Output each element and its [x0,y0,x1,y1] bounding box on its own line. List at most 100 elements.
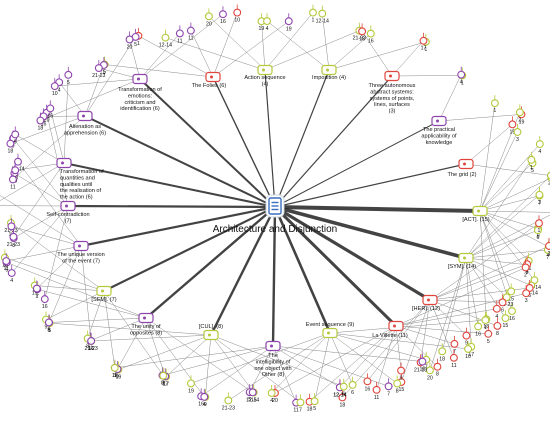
leaf-node[interactable]: 6 [348,376,357,396]
leaf-node[interactable]: 15 [508,116,517,135]
leaf-node[interactable]: 8 [433,358,442,378]
category-node[interactable]: Self-contradiction(7) [46,200,90,225]
leaf-node[interactable]: 2 [545,237,550,257]
leaf-node[interactable]: 11 [2,253,11,272]
leaf-node[interactable]: 11 [186,22,195,42]
leaf-node[interactable]: 1 [481,312,490,331]
category-node[interactable]: The Folies (6) [192,71,227,90]
leaf-node[interactable]: 9 [462,327,471,347]
leaf-node[interactable]: 16 [219,6,227,25]
leaf-node[interactable]: 3 [522,285,531,304]
leaf-node[interactable]: 16 [358,23,367,42]
leaf-node[interactable]: 10 [464,340,473,360]
leaf-node[interactable]: 16 [46,100,55,119]
category-node[interactable]: [HER]. (12) [412,294,440,313]
leaf-node[interactable]: 15 [507,283,516,302]
leaf-node[interactable]: 20 [125,31,134,50]
category-node[interactable]: [SYM]. (14) [448,252,476,271]
leaf-node[interactable]: 4 [267,384,276,404]
leaf-node[interactable]: 16 [366,25,375,45]
leaf-node[interactable]: 16 [508,303,516,322]
leaf-node[interactable]: 5 [64,66,73,86]
leaf-node[interactable]: 1 [490,95,499,114]
leaf-node[interactable]: 9 [397,362,406,382]
category-node[interactable]: The grid (2) [448,158,477,179]
leaf-node[interactable]: 19 [284,13,293,32]
category-node[interactable]: Event sequence (9) [306,322,355,339]
leaf-node[interactable]: 19 [257,13,266,32]
leaf-node[interactable]: 7 [450,335,459,355]
leaf-node[interactable]: 10 [418,353,427,373]
leaf-node[interactable]: 4 [535,136,544,155]
leaf-node[interactable]: 9 [11,126,20,145]
leaf-node[interactable]: 4 [492,300,501,320]
leaf-node[interactable]: 4 [263,13,271,32]
leaf-node[interactable]: 11 [449,349,458,369]
leaf-node[interactable]: 8 [393,375,402,394]
leaf-node[interactable]: 21-23 [222,392,235,411]
leaf-node[interactable]: 18 [36,112,45,132]
leaf-node[interactable]: 5 [44,314,53,333]
leaf-node[interactable]: 4 [7,265,16,284]
leaf-node[interactable]: 17 [419,32,428,52]
category-node[interactable]: [CUL]. (8) [199,324,223,341]
leaf-node[interactable]: 5 [131,28,140,48]
leaf-node[interactable]: 12-14 [159,29,172,49]
leaf-node[interactable]: 2 [159,367,168,387]
leaf-node[interactable]: 5 [525,279,534,299]
leaf-node[interactable]: 11 [372,381,381,401]
leaf-node[interactable]: 4 [200,388,209,408]
leaf-node[interactable]: 20 [204,8,213,27]
leaf-node[interactable]: 2 [521,259,530,278]
leaf-node[interactable]: 15 [501,310,510,329]
leaf-node[interactable]: 20 [425,362,434,381]
leaf-node[interactable]: 18 [438,343,447,362]
leaf-node[interactable]: 10 [233,4,242,24]
leaf-node[interactable]: 21-23 [84,332,98,352]
leaf-node[interactable]: 16 [474,318,483,337]
category-node[interactable]: [ACT]. (15) [462,205,490,224]
leaf-node[interactable]: 18 [6,135,15,155]
leaf-node[interactable]: 10 [50,78,59,97]
leaf-node[interactable]: 12-14 [246,384,259,403]
leaf-node[interactable]: 8 [493,317,502,337]
leaf-node[interactable]: 3 [110,359,119,379]
leaf-node[interactable]: 1 [32,280,41,300]
leaf-node[interactable]: 6 [339,378,348,398]
leaf-node[interactable]: 6 [498,294,507,313]
category-node[interactable]: [SEM]. (7) [91,285,117,304]
leaf-node[interactable]: 19 [187,375,195,394]
leaf-node[interactable]: 16 [40,291,49,310]
leaf-node[interactable]: 3 [513,123,522,143]
leaf-node[interactable]: 7 [296,394,305,413]
leaf-node[interactable]: 11 [8,171,17,190]
leaf-node[interactable]: 12-14 [316,5,329,25]
leaf-node[interactable]: 5 [484,325,493,345]
leaf-node[interactable]: 5 [310,393,319,412]
leaf-node[interactable]: 7 [384,378,393,397]
leaf-node[interactable]: 21-23 [500,289,513,308]
leaf-node[interactable]: 1 [527,151,536,171]
leaf-node[interactable]: 3 [535,186,544,206]
leaf-node[interactable]: 1 [535,215,543,234]
leaf-node[interactable]: 2 [515,104,524,123]
leaf-node[interactable]: 11 [175,25,184,44]
leaf-node[interactable]: 16 [363,373,372,392]
leaf-node[interactable]: 4 [457,66,466,86]
leaf-node[interactable]: 21-23 [92,60,106,79]
leaf-node[interactable]: 1 [309,4,317,24]
category-node[interactable]: Action sequence(4) [244,64,286,88]
leaf-node[interactable]: 18 [338,389,347,408]
category-node[interactable]: La Villette (11) [372,320,408,340]
leaf-node[interactable]: 21-23 [7,228,20,248]
category-node[interactable]: Imposition (4) [312,64,346,82]
hub-node[interactable]: Architecture and Disjunction [213,194,338,235]
